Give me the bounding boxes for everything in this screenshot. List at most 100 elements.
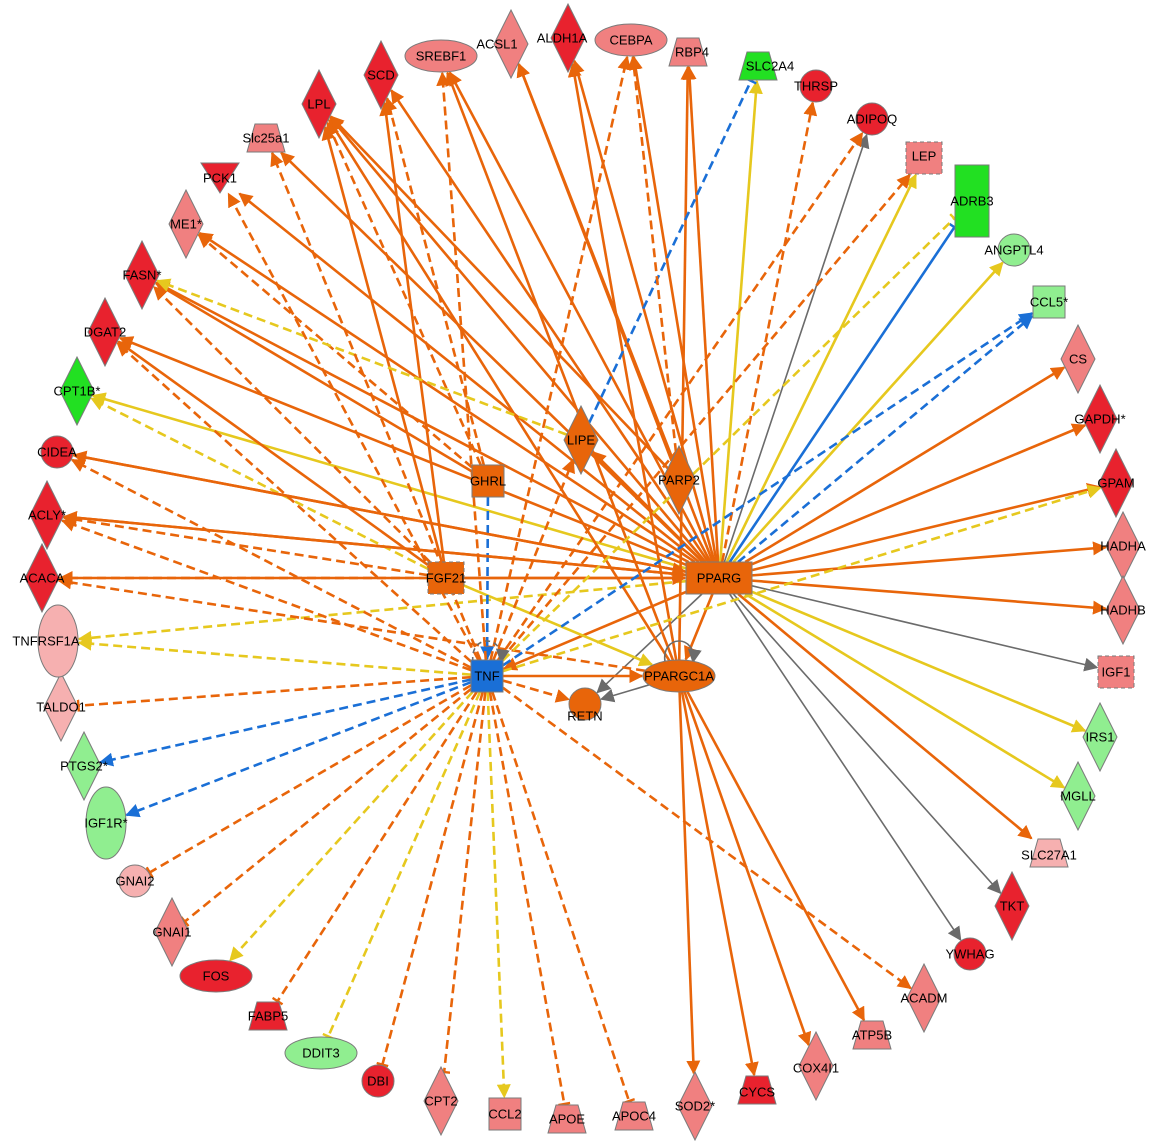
node-ACACA[interactable]: ACACA [20,542,65,614]
edge-FGF21-LPL [321,125,443,563]
node-THRSP[interactable]: THRSP [794,69,838,103]
node-CS[interactable]: CS [1060,323,1096,395]
node-RETN[interactable]: RETN [567,687,603,724]
node-ACADM[interactable]: ACADM [901,962,948,1034]
node-label-IGF1R: IGF1R* [84,816,127,831]
node-DDIT3[interactable]: DDIT3 [284,1036,358,1070]
node-ANGPTL4[interactable]: ANGPTL4 [984,233,1044,267]
edge-TNF-APOC4 [491,691,636,1105]
node-CYCS[interactable]: CYCS [737,1075,777,1105]
node-label-ATP5B: ATP5B [852,1028,892,1043]
node-label-CYCS: CYCS [739,1085,775,1100]
node-shape-PARP2 [661,444,697,516]
node-RBP4[interactable]: RBP4 [668,37,709,67]
node-label-LIPE: LIPE [567,433,596,448]
node-PPARGC1A[interactable]: PPARGC1A [642,659,716,693]
node-IGF1R[interactable]: IGF1R* [84,786,128,860]
node-IGF1[interactable]: IGF1 [1097,655,1135,689]
node-GAPDH[interactable]: GAPDH* [1074,383,1126,455]
edge-LIPE-SLC2A4 [588,77,757,424]
edge-TNF-CCL2 [486,691,511,1099]
node-MGLL[interactable]: MGLL [1060,760,1096,832]
edge-PPARG-CS [744,366,1066,564]
node-GHRL[interactable]: GHRL [470,464,506,498]
edge-FGF21-DGAT2 [117,340,429,567]
node-shape-SLC2A4 [738,51,778,81]
node-shape-PPARGC1A [642,659,716,693]
node-ACSL1[interactable]: ACSL1 [476,8,529,80]
node-ATP5B[interactable]: ATP5B [852,1020,892,1050]
node-FOS[interactable]: FOS [179,959,253,993]
node-shape-IGF1 [1097,655,1135,689]
node-label-CEBPA: CEBPA [609,33,652,48]
node-FGF21[interactable]: FGF21 [426,561,466,595]
node-GNAI2[interactable]: GNAI2 [115,864,155,898]
node-PTGS2[interactable]: PTGS2* [60,730,108,802]
node-label-PCK1: PCK1 [203,171,237,186]
node-COX4I1[interactable]: COX4I1 [793,1030,839,1102]
node-SLC2A4[interactable]: SLC2A4 [738,51,794,81]
node-PARP2[interactable]: PARP2 [658,444,700,516]
node-label-THRSP: THRSP [794,79,838,94]
node-CPT1B[interactable]: CPT1B* [54,355,101,427]
node-shape-ALDH1A [550,2,586,74]
node-shape-GPAM [1098,447,1134,519]
node-FASN[interactable]: FASN* [122,239,162,311]
node-TNF[interactable]: TNF [470,659,504,693]
edge-TNF-DDIT3 [322,691,482,1040]
edge-PPARG-HADHB [751,579,1108,615]
node-ALDH1A[interactable]: ALDH1A [537,2,588,74]
node-TKT[interactable]: TKT [994,870,1030,942]
node-APOE[interactable]: APOE [547,1104,587,1134]
node-SLC27A1[interactable]: SLC27A1 [1021,838,1077,868]
node-HADHB[interactable]: HADHB [1100,574,1146,646]
node-shape-LIPE [563,404,599,476]
node-ME1[interactable]: ME1* [168,188,204,260]
node-LIPE[interactable]: LIPE [563,404,599,476]
node-TALDO1[interactable]: TALDO1 [36,671,86,743]
node-CIDEA[interactable]: CIDEA [37,435,77,469]
node-ACLY[interactable]: ACLY* [28,479,66,551]
node-shape-SLC27A1 [1029,838,1069,868]
node-CCL2[interactable]: CCL2 [488,1097,522,1131]
edge-PPARG-SCD [390,89,710,563]
edge-FGF21-FASN [153,286,431,563]
node-shape-CCL2 [488,1097,522,1131]
edge-TNF-ACLY [60,518,472,672]
edge-FGF21-PPARGC1A [463,584,654,667]
node-label-PPARGC1A: PPARGC1A [644,669,714,684]
node-DBI[interactable]: DBI [361,1064,395,1098]
node-DGAT2[interactable]: DGAT2 [84,296,126,368]
node-FABP5[interactable]: FABP5 [248,1001,288,1031]
node-CPT2[interactable]: CPT2 [423,1065,459,1137]
node-CCL5[interactable]: CCL5* [1030,285,1068,319]
node-LEP[interactable]: LEP [905,141,943,175]
node-shape-CEBPA [594,23,668,57]
edge-TNF-SREBF1 [436,71,488,661]
node-CEBPA[interactable]: CEBPA [594,23,668,57]
node-HADHA[interactable]: HADHA [1100,510,1146,582]
node-GPAM[interactable]: GPAM [1097,447,1135,519]
node-label-LEP: LEP [912,149,937,164]
node-ADRB3[interactable]: ADRB3 [950,164,994,238]
edge-TNF-CPT2 [438,691,487,1074]
node-GNAI1[interactable]: GNAI1 [152,896,192,968]
node-PPARG[interactable]: PPARG [685,561,753,595]
node-IRS1[interactable]: IRS1 [1082,701,1118,773]
node-PCK1[interactable]: PCK1 [200,162,240,194]
node-shape-IRS1 [1082,701,1118,773]
edge-PPARG-THRSP [720,101,818,563]
node-Slc25a1[interactable]: Slc25a1 [243,123,290,153]
node-label-SLC27A1: SLC27A1 [1021,848,1077,863]
node-SOD2[interactable]: SOD2* [675,1070,715,1142]
node-LPL[interactable]: LPL [301,68,337,140]
node-label-LPL: LPL [307,97,330,112]
edge-PPARGC1A-COX4I1 [683,691,812,1047]
edge-TNF-FOS [229,691,474,962]
node-APOC4[interactable]: APOC4 [612,1101,656,1131]
node-TNFRSF1A[interactable]: TNFRSF1A [12,604,80,678]
node-SREBF1[interactable]: SREBF1 [404,39,478,73]
node-SCD[interactable]: SCD [363,39,399,111]
node-YWHAG[interactable]: YWHAG [945,937,995,971]
node-ADIPOQ[interactable]: ADIPOQ [847,102,898,136]
